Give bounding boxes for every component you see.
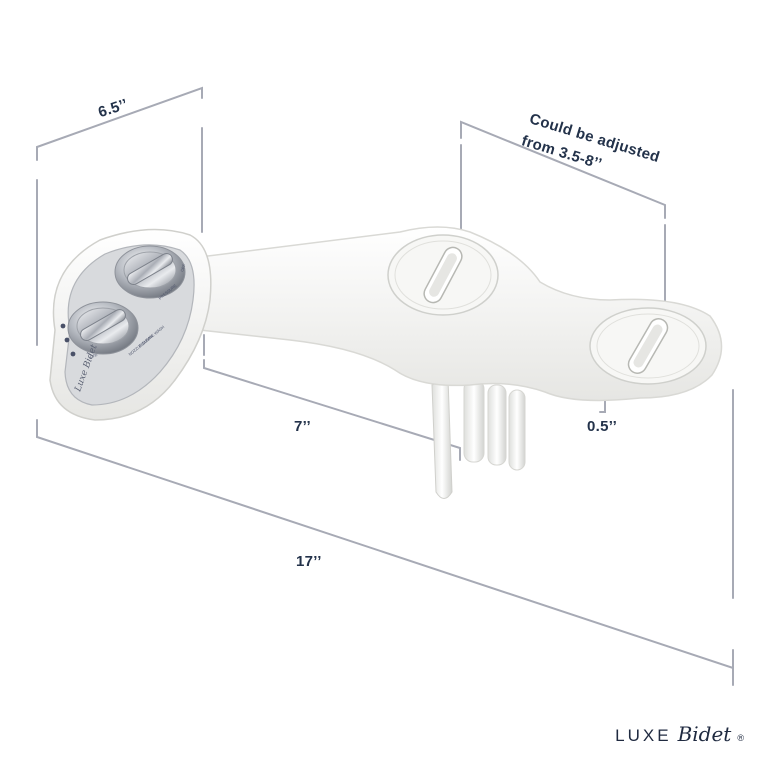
- dimension-lines: [36, 86, 734, 686]
- pressure-knob[interactable]: [114, 245, 186, 299]
- width-dimension-line: [36, 86, 203, 161]
- bidet-attachment: PRESSURE OFF NOZZLE CLEAN OFF FEMININE W…: [49, 226, 723, 499]
- registered-mark: ®: [737, 733, 744, 743]
- arm-dimension-line: [203, 359, 461, 461]
- hose-connector: [431, 377, 453, 499]
- control-indicators: [60, 323, 76, 357]
- total-length-label: 17’’: [296, 553, 322, 570]
- mounting-leg: [463, 379, 485, 463]
- brand-logo: LUXE Bidet ®: [615, 722, 744, 746]
- adjustment-slot-right: [589, 307, 707, 385]
- arm-length-label: 7’’: [294, 418, 312, 435]
- adjustment-slot-left: [387, 234, 499, 316]
- brand-word: LUXE: [615, 726, 672, 745]
- brand-script: Bidet: [677, 722, 732, 746]
- total-dimension-line: [36, 419, 734, 670]
- mounting-leg: [487, 384, 507, 466]
- knob-label: OFF: [179, 263, 187, 273]
- adjust-dimension-line: [460, 120, 666, 219]
- mounting-leg: [508, 389, 526, 471]
- thickness-label: 0.5’’: [587, 418, 618, 435]
- knob-label: OFF: [89, 353, 98, 359]
- wash-knob[interactable]: [67, 301, 139, 355]
